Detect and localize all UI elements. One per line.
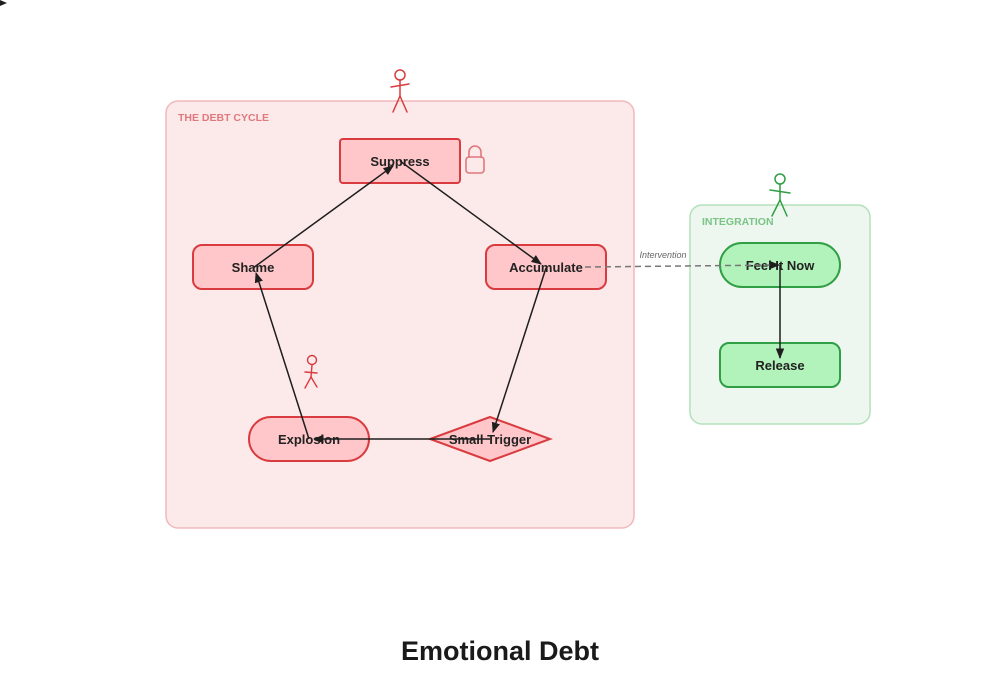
node-shame[interactable]: Shame [192, 244, 314, 290]
edge-explosion-shame[interactable] [254, 271, 310, 440]
node-release-label: Release [755, 358, 804, 373]
stick-figure-icon [304, 354, 318, 389]
corner-arrow-icon [0, 0, 7, 6]
edge-shame-suppress[interactable] [252, 165, 394, 269]
edge-suppress-accumulate[interactable] [399, 160, 542, 265]
edges [252, 160, 785, 444]
edge-accumulate-feel-it-now[interactable] [584, 260, 781, 270]
group-integration-label: INTEGRATION [702, 216, 774, 228]
node-explosion-label: Explosion [278, 432, 340, 447]
diagram-title: Emotional Debt [400, 636, 599, 666]
edge-accumulate-small-trigger[interactable] [491, 267, 547, 433]
stick-figure-icon [769, 173, 791, 217]
group-debt-cycle-label: THE DEBT CYCLE [178, 112, 269, 124]
stick-figure-icon [390, 69, 410, 113]
lock-icon [465, 145, 485, 174]
node-release[interactable]: Release [719, 342, 841, 388]
edge-intervention-label: Intervention [639, 250, 686, 260]
node-shame-shape [192, 244, 314, 290]
node-accumulate-label: Accumulate [509, 260, 583, 275]
